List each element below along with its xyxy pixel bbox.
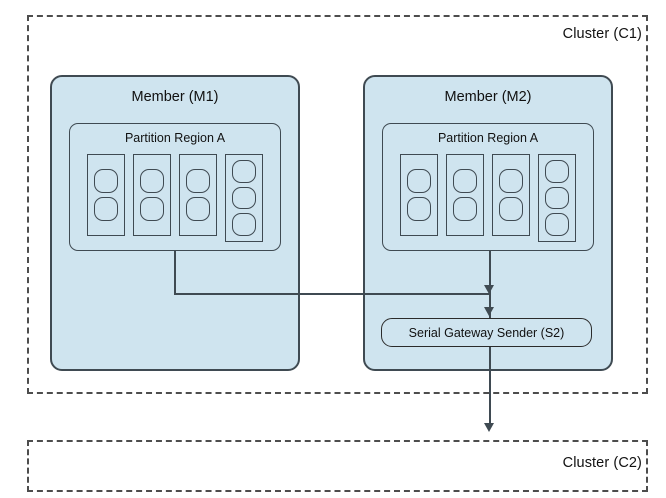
connector-m1-horizontal (174, 293, 491, 295)
entry (232, 186, 256, 210)
bucket[interactable] (446, 154, 484, 236)
serial-gateway-sender-s2-label: Serial Gateway Sender (S2) (408, 325, 565, 340)
partition-region-a-m2-label: Partition Region A (437, 131, 539, 145)
cluster-c2 (27, 440, 648, 492)
arrowhead-m2-into-sender (484, 307, 494, 316)
member-m2-label: Member (M2) (444, 89, 532, 105)
bucket[interactable] (87, 154, 125, 236)
bucket[interactable] (179, 154, 217, 236)
bucket-row-m1 (70, 154, 280, 242)
entry (407, 169, 431, 193)
entry (186, 169, 210, 193)
entry (407, 197, 431, 221)
cluster-c1 (27, 15, 648, 394)
member-m1-label: Member (M1) (131, 89, 219, 105)
connector-sender-to-c2 (489, 347, 491, 426)
arrowhead-into-cluster-c2 (484, 423, 494, 432)
connector-m2-vertical (489, 251, 491, 319)
entry (545, 213, 569, 237)
partition-region-a-m2[interactable]: Partition Region A (382, 123, 594, 251)
bucket[interactable] (133, 154, 171, 236)
entry (453, 197, 477, 221)
entry (232, 160, 256, 183)
bucket[interactable] (225, 154, 263, 242)
entry (545, 160, 569, 183)
partition-region-a-m1-label: Partition Region A (124, 131, 226, 145)
entry (499, 169, 523, 193)
bucket[interactable] (538, 154, 576, 242)
entry (186, 197, 210, 221)
connector-m1-vertical (174, 251, 176, 295)
bucket[interactable] (492, 154, 530, 236)
entry (94, 169, 118, 193)
bucket-row-m2 (383, 154, 593, 242)
entry (499, 197, 523, 221)
entry (545, 186, 569, 210)
entry (232, 213, 256, 237)
entry (94, 197, 118, 221)
entry (453, 169, 477, 193)
bucket[interactable] (400, 154, 438, 236)
serial-gateway-sender-s2[interactable]: Serial Gateway Sender (S2) (381, 318, 592, 347)
cluster-c1-label: Cluster (C1) (562, 26, 642, 42)
cluster-c2-label: Cluster (C2) (562, 455, 642, 471)
partition-region-a-m1[interactable]: Partition Region A (69, 123, 281, 251)
entry (140, 197, 164, 221)
entry (140, 169, 164, 193)
